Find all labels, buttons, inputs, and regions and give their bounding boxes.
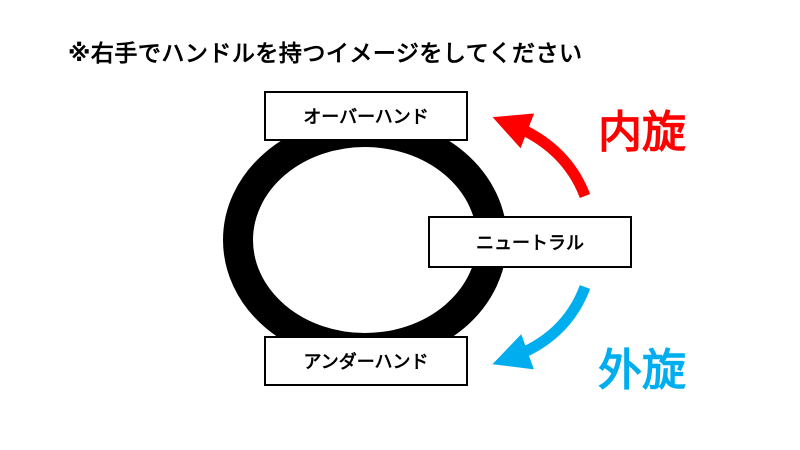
pronation-label: 内旋	[598, 107, 686, 158]
underhand-label: アンダーハンド	[264, 336, 468, 386]
supination-label: 外旋	[598, 345, 686, 396]
supination-arrow	[492, 284, 591, 370]
instruction-text: ※右手でハンドルを持つイメージをしてください	[68, 41, 583, 67]
pronation-arrow	[492, 113, 591, 199]
neutral-label: ニュートラル	[428, 216, 632, 268]
overhand-label: オーバーハンド	[264, 91, 468, 141]
